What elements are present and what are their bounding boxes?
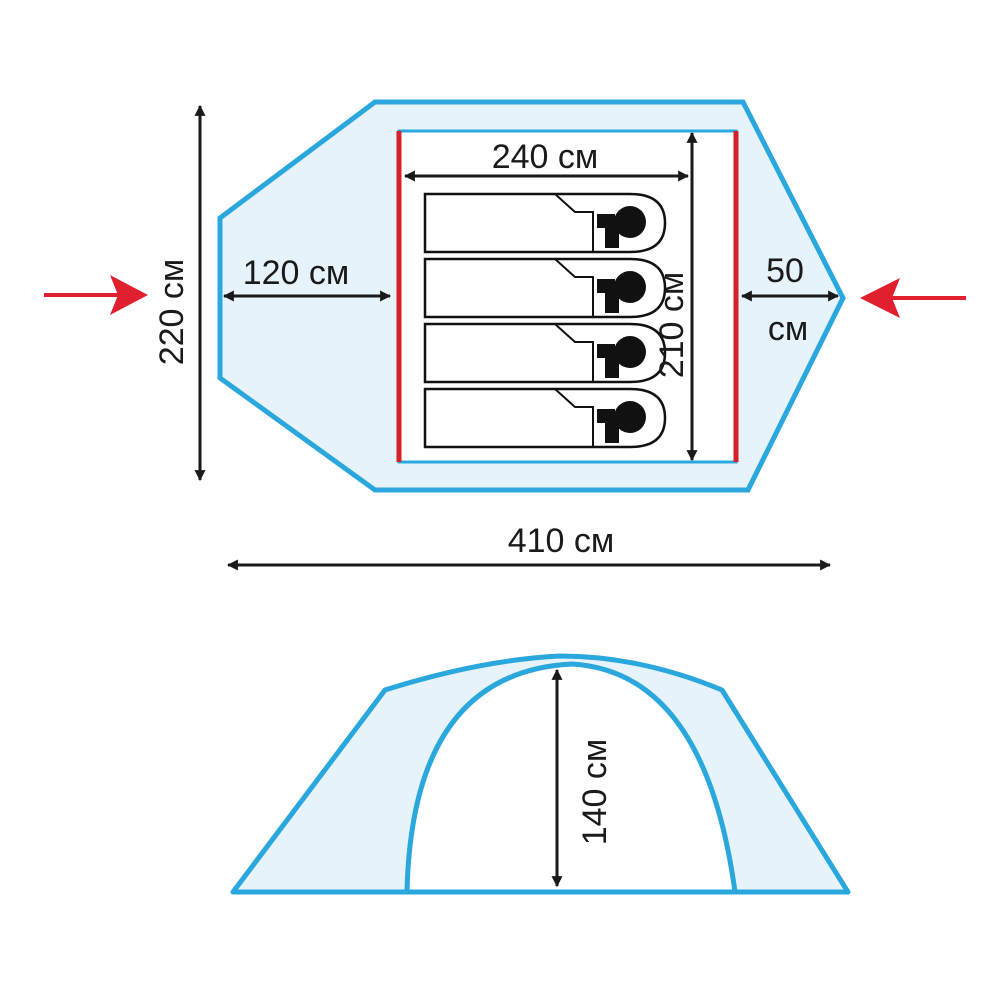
sleeping-bag-icon: [423, 387, 667, 449]
sleeping-bag-icon: [423, 192, 667, 254]
height-label: 140 см: [576, 739, 614, 846]
inner-length-label: 240 см: [492, 138, 599, 176]
sleeping-bag-icon: [423, 322, 667, 384]
rear-depth-value-label: 50: [766, 252, 804, 290]
total-length-label: 410 см: [508, 522, 615, 560]
entrance-arrow-icon: [44, 275, 148, 315]
inner-door-arch: [404, 661, 738, 895]
sleeping-bag-icon: [423, 257, 667, 319]
vestibule-depth-label: 120 см: [243, 254, 350, 292]
inner-width-label: 210 см: [653, 272, 691, 379]
side-view: 140 см: [230, 653, 851, 895]
top-view: 220 см 240 см 210 см 120 см 50 см 410 см: [44, 99, 966, 571]
rear-depth-unit-label: см: [768, 310, 808, 348]
total-width-label: 220 см: [153, 259, 191, 366]
entrance-arrow-icon: [860, 278, 966, 318]
